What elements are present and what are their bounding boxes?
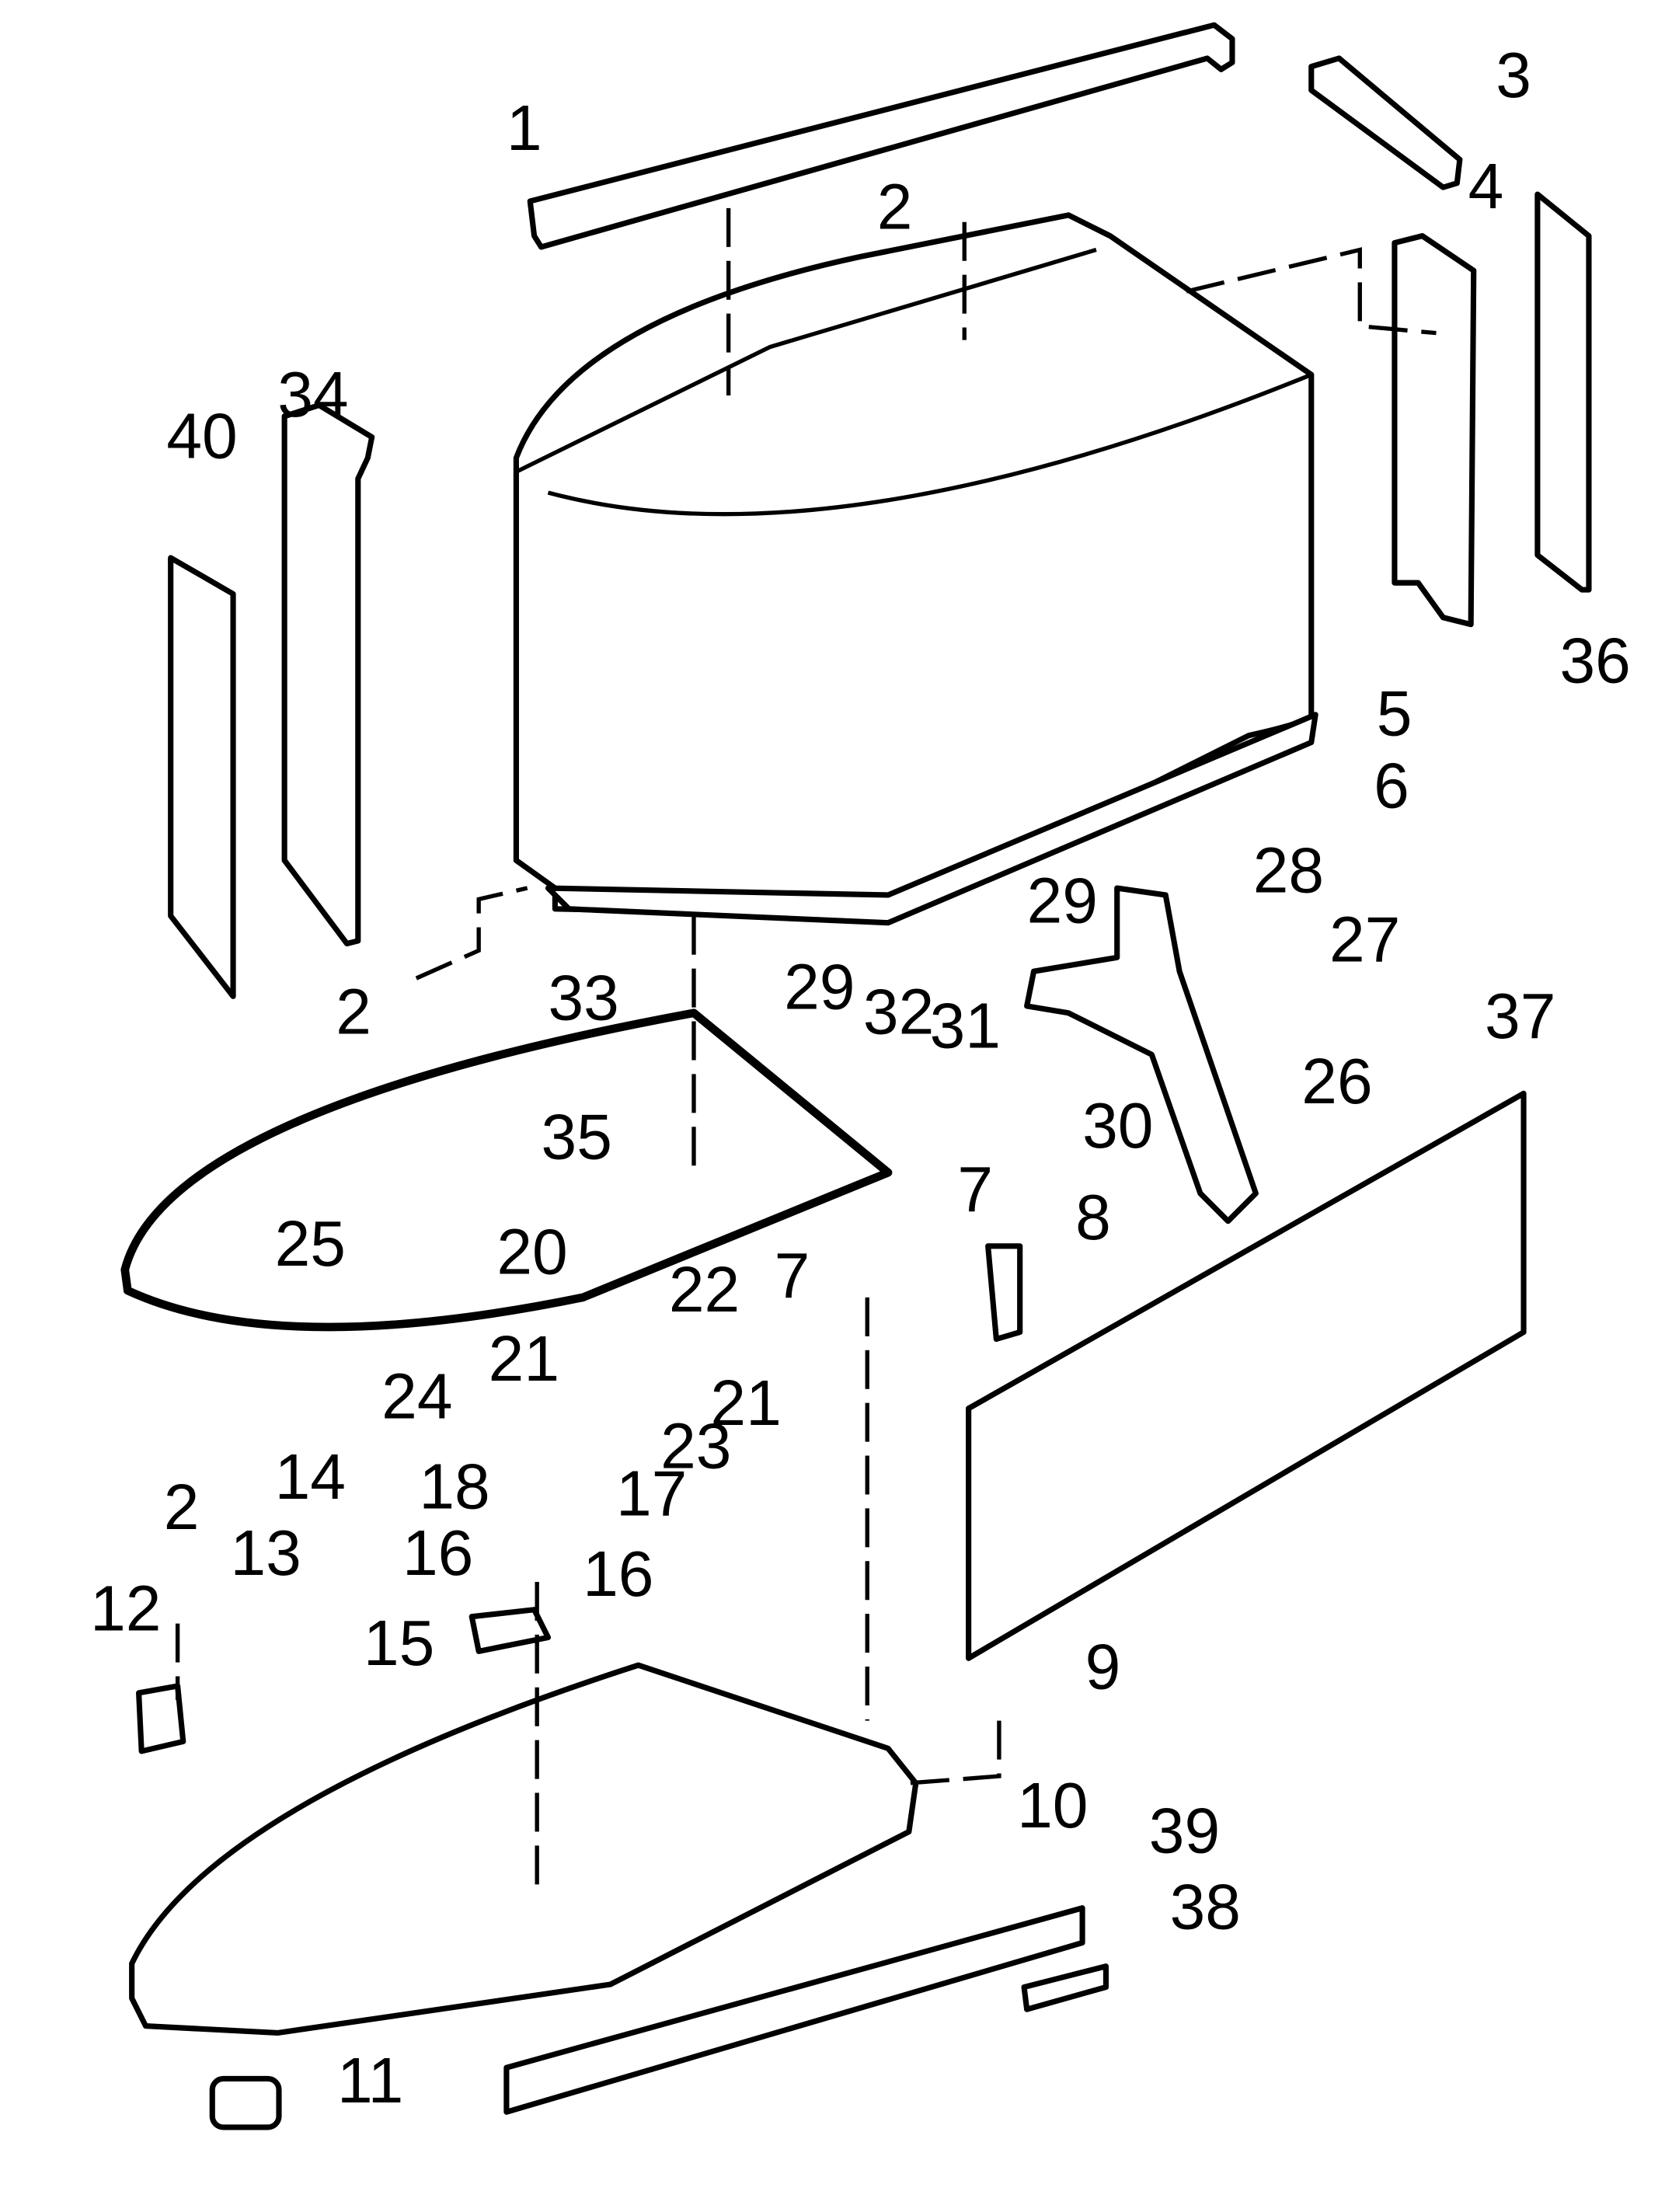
part-10-lower-pan: [129, 1662, 919, 2036]
callout-14: 14: [275, 1442, 346, 1513]
callout-7b: 7: [957, 1155, 993, 1225]
callout-13: 13: [230, 1518, 301, 1589]
callout-34: 34: [277, 360, 348, 430]
callout-32: 32: [863, 977, 934, 1048]
callout-10: 10: [1017, 1771, 1088, 1841]
part-4-bracket: [1392, 233, 1477, 628]
callout-21a: 21: [489, 1324, 559, 1395]
callout-38: 38: [1170, 1872, 1241, 1943]
part-38-decal: [1021, 1963, 1109, 2012]
callout-25: 25: [275, 1209, 346, 1280]
callout-12: 12: [90, 1574, 161, 1645]
part-37-panel: [966, 1090, 1527, 1661]
callout-35: 35: [542, 1102, 612, 1172]
callout-7a: 7: [775, 1241, 810, 1312]
callout-36: 36: [1559, 626, 1630, 697]
part-36-decal: [1534, 191, 1592, 593]
part-25-seal: [120, 1008, 893, 1332]
callout-1: 1: [507, 93, 542, 164]
callout-11: 11: [337, 2046, 403, 2116]
callout-18: 18: [419, 1451, 489, 1522]
part-39-strip: [503, 1905, 1085, 2115]
callout-37: 37: [1485, 981, 1555, 1052]
callout-9: 9: [1085, 1632, 1121, 1703]
callout-2c: 2: [164, 1472, 200, 1543]
callout-29b: 29: [784, 952, 855, 1022]
callout-17: 17: [616, 1458, 687, 1529]
callout-24: 24: [381, 1361, 452, 1432]
part-15-bracket: [468, 1607, 552, 1654]
callout-21b: 21: [710, 1368, 781, 1439]
part-1-top-trim: [527, 22, 1235, 250]
callout-3: 3: [1496, 40, 1531, 111]
callout-labels: 1 2 3 4 36 5 6 34 40 2 33 29 28 27 37 29…: [90, 40, 1631, 2116]
callout-39: 39: [1149, 1796, 1220, 1866]
callout-20: 20: [496, 1217, 567, 1288]
callout-33: 33: [548, 963, 618, 1034]
part-40-decal: [168, 555, 236, 999]
callout-2b: 2: [336, 977, 371, 1048]
callout-4: 4: [1468, 152, 1504, 222]
part-3-vent: [1308, 55, 1463, 190]
callout-22: 22: [669, 1255, 740, 1325]
callout-16b: 16: [583, 1539, 653, 1610]
callout-26: 26: [1301, 1047, 1372, 1117]
callout-29a: 29: [1027, 866, 1098, 937]
callout-31: 31: [930, 991, 1001, 1061]
callout-23: 23: [660, 1412, 731, 1482]
callout-40: 40: [166, 401, 237, 472]
part-12-latch: [136, 1683, 186, 1754]
callout-2a: 2: [877, 172, 913, 243]
callout-27: 27: [1329, 905, 1400, 976]
callout-16a: 16: [402, 1518, 473, 1589]
callout-15: 15: [364, 1608, 434, 1679]
part-6-cowl: [513, 212, 1315, 919]
callout-5: 5: [1377, 679, 1412, 750]
part-28-mount: [1024, 885, 1259, 1224]
part-8-bracket: [985, 1243, 1023, 1343]
callout-28: 28: [1253, 835, 1324, 906]
callout-8: 8: [1075, 1183, 1111, 1253]
callout-6: 6: [1374, 751, 1409, 821]
part-34-panel: [281, 402, 375, 947]
callout-30: 30: [1082, 1091, 1153, 1162]
part-11-latch: [209, 2075, 282, 2130]
